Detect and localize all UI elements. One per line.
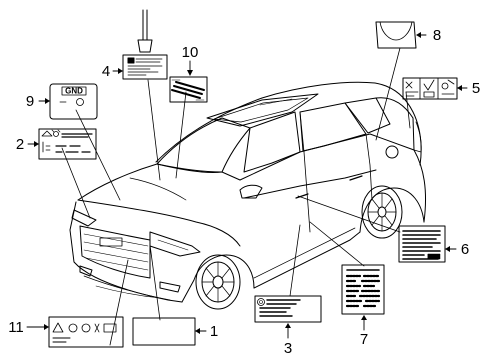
label-10-sticker (169, 76, 208, 103)
label-5-label (402, 77, 458, 100)
callout-1: 1 (210, 323, 218, 340)
label-1-blank-label (132, 317, 196, 346)
callout-2: 2 (16, 136, 24, 153)
label-9-ground-label (49, 83, 98, 120)
callout-9: 9 (26, 93, 34, 110)
label-6-label (398, 225, 446, 263)
label-3-label (254, 295, 322, 323)
label-2-label (38, 128, 97, 160)
label-9-text: GND (65, 87, 83, 96)
leader-lines (61, 47, 411, 346)
callout-arrows (26, 34, 468, 339)
label-8-label (375, 21, 417, 49)
callout-10: 10 (182, 44, 199, 61)
callout-3: 3 (284, 340, 292, 357)
label-7-label (341, 264, 385, 315)
vehicle-outline (69, 81, 427, 310)
callout-5: 5 (472, 80, 480, 97)
label-11-warning-label (48, 316, 124, 348)
callout-11: 11 (8, 319, 24, 336)
callout-6: 6 (461, 241, 469, 258)
callout-8: 8 (433, 27, 441, 44)
callout-4: 4 (102, 63, 110, 80)
callout-7: 7 (360, 331, 368, 348)
label-4-antenna-label (122, 9, 168, 80)
arrowheads (34, 32, 462, 334)
